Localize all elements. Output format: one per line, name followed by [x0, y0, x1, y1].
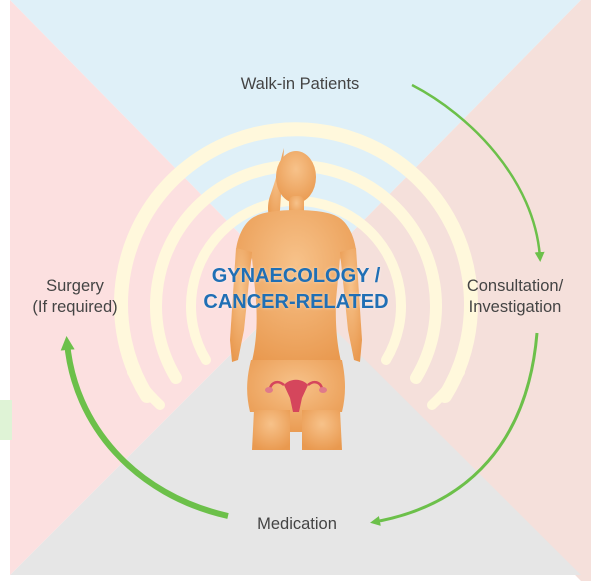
left-edge-tab — [0, 400, 12, 440]
step-medication: Medication — [222, 514, 372, 535]
step-surgery: Surgery (If required) — [10, 276, 140, 318]
center-title: GYNAECOLOGY / CANCER-RELATED — [176, 263, 416, 315]
step-consultation-investigation: Consultation/ Investigation — [440, 276, 590, 318]
step-walk-in-patients: Walk-in Patients — [205, 74, 395, 95]
